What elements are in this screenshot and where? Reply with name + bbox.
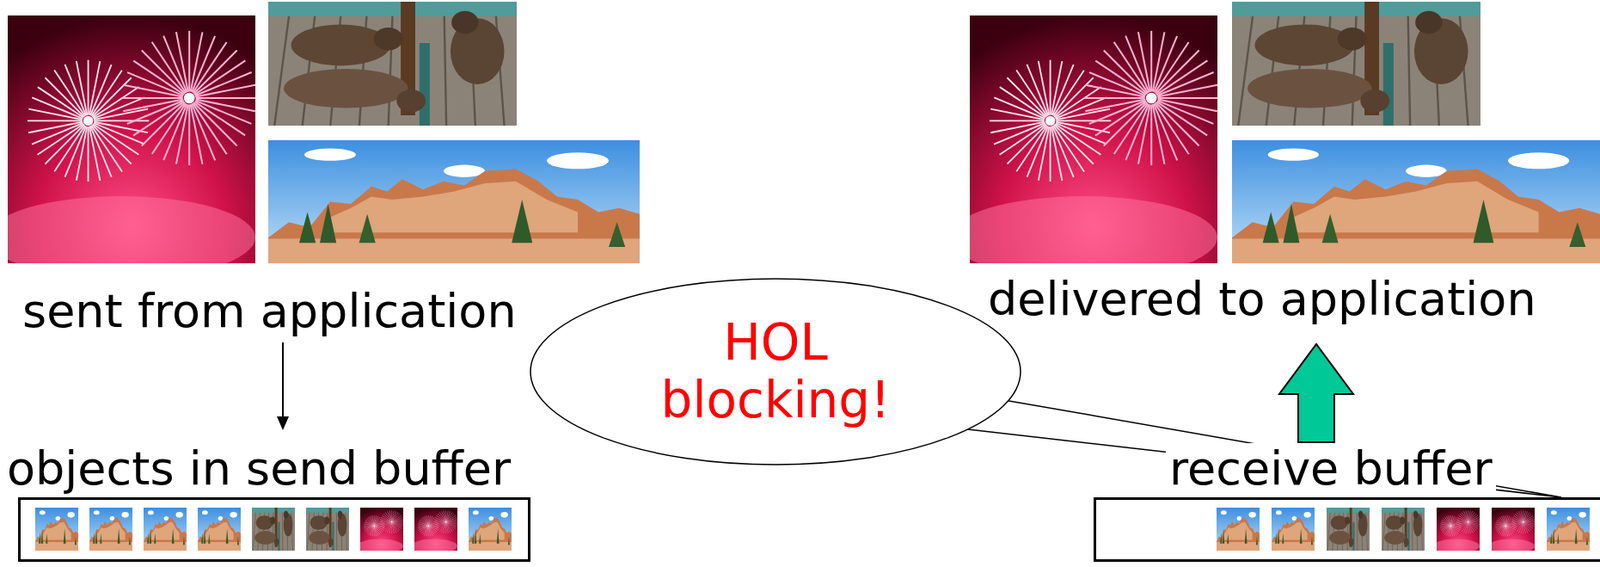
sealions-photo (268, 1, 517, 126)
caption-label: sent from application (22, 285, 517, 337)
receive-buffer-objects (1216, 505, 1590, 553)
buffer-heading: objects in send buffer (3, 442, 515, 494)
buffer-frame (1093, 496, 1600, 562)
landscape-photo (268, 140, 640, 264)
callout-text: HOL blocking! (633, 313, 918, 429)
send-arrow (276, 342, 289, 430)
fireworks-photo (0, 5, 283, 279)
deliver-arrow (1279, 343, 1354, 442)
landscape-photo (1232, 140, 1600, 264)
callout-bubble: HOL blocking! (528, 276, 1023, 466)
buffer-heading: receive buffer (1165, 442, 1496, 494)
fireworks-photo (949, 5, 1245, 279)
sealions-photo (1232, 1, 1481, 126)
receive-buffer: receive buffer (1093, 442, 1600, 562)
send-buffer-objects (35, 505, 512, 553)
caption-label: delivered to application (987, 273, 1537, 325)
buffer-frame (18, 496, 531, 562)
callout-tail (960, 398, 1562, 497)
send-buffer: objects in send buffer (3, 442, 531, 562)
